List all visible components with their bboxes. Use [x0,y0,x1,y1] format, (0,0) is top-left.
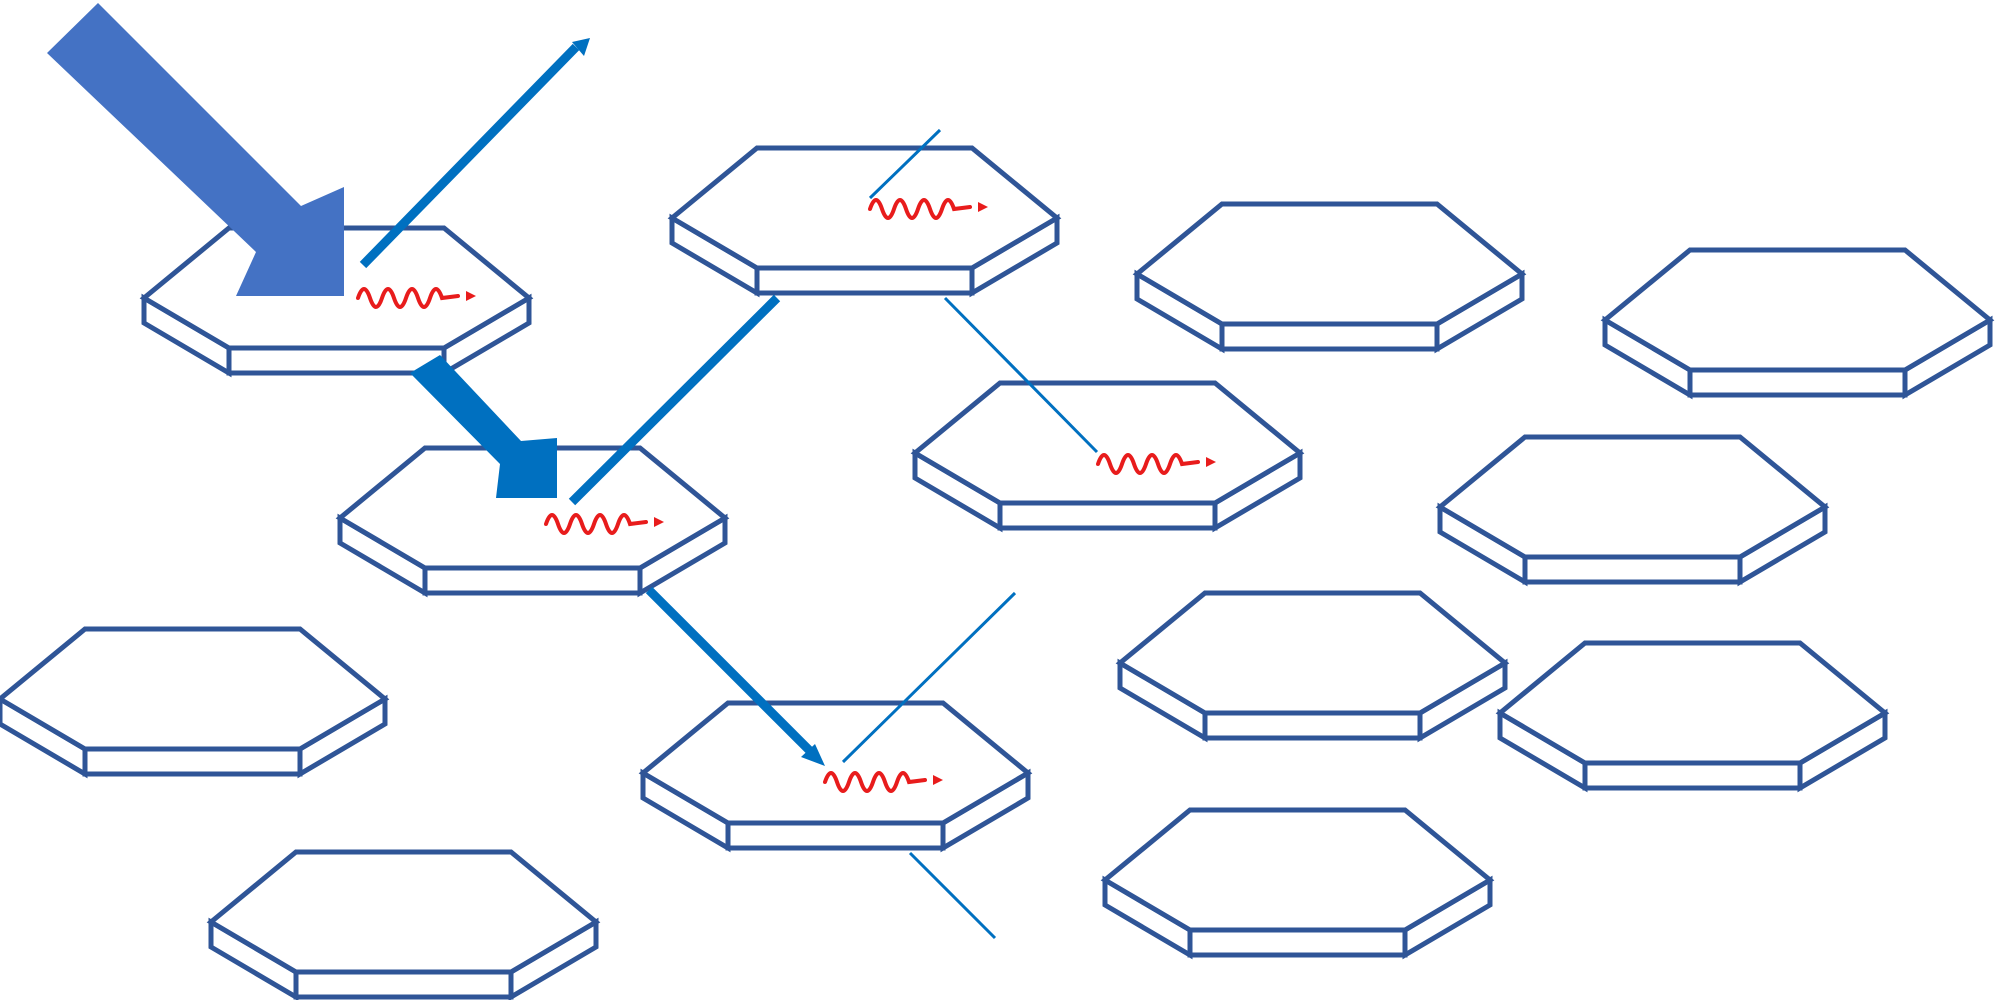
scatter-line [841,591,1017,764]
transfer-arrow-thin [645,586,825,766]
tile-r4c3 [1105,810,1490,955]
transfer-arrow-thick [410,355,557,498]
tile-r3c0 [0,629,385,774]
tile-r2c4 [1440,437,1825,582]
scatter-line [908,851,997,940]
incident-arrow [47,3,344,296]
tile-r3c3 [1120,593,1505,738]
scatter-line [868,128,942,200]
scatter-line [943,296,1099,454]
tile-top-center [672,148,1057,293]
tile-r3c4 [1500,643,1885,788]
tile-r4c1 [211,852,596,997]
reflected-arrow [359,38,590,269]
tile-r1c4 [1605,250,1990,395]
transfer-line [568,294,781,506]
tile-r1c3 [1137,204,1522,349]
